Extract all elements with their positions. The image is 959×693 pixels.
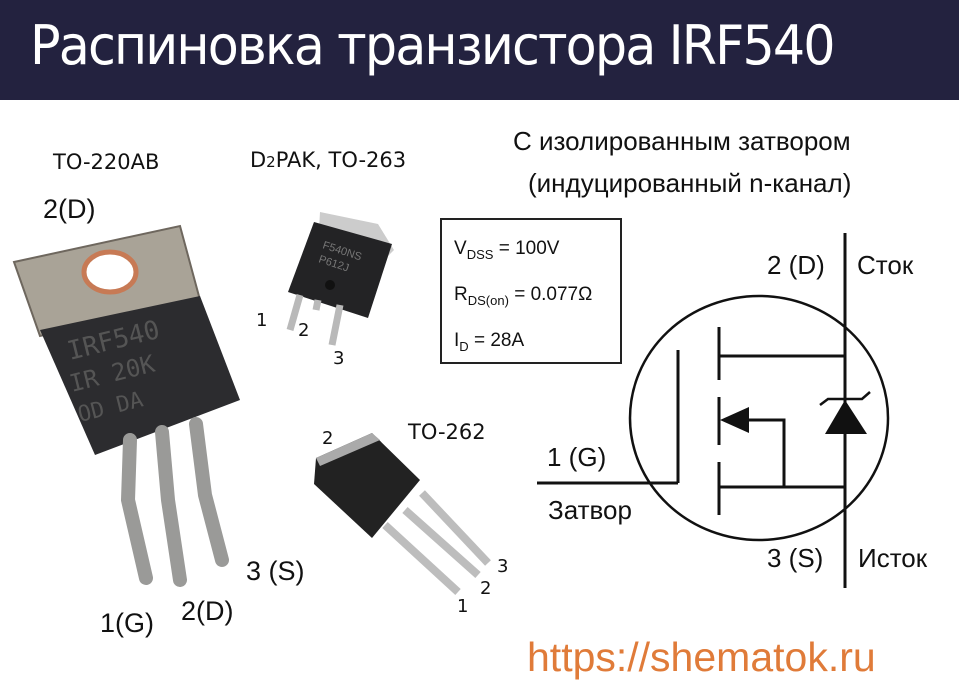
gate-name: Затвор (548, 495, 632, 525)
to220-pin2: 2(D) (181, 596, 234, 626)
d2pak-name: D2PAK, TO-263 (250, 148, 407, 172)
d2pak-package-image: F540NS P612J (286, 212, 394, 346)
d2pak-pin3: 3 (333, 348, 345, 369)
schematic-heading: С изолированным затвором (513, 126, 851, 156)
d2pak-pin1: 1 (256, 310, 268, 331)
to262-pin1: 1 (457, 596, 469, 617)
spec-id: ID = 28A (454, 330, 525, 354)
title-banner: Распиновка транзистора IRF540 (0, 0, 959, 100)
drain-name: Сток (857, 250, 914, 280)
to220-pin1: 1(G) (100, 608, 154, 638)
to262-pin3: 3 (497, 556, 509, 577)
site-url: https://shematok.ru (527, 634, 876, 680)
to220-name: TO-220AB (53, 150, 160, 174)
to220-package-image: IRF540 IR 20K OD DA (12, 224, 240, 587)
d2pak-pin2: 2 (298, 320, 310, 341)
page-title: Распиновка транзистора IRF540 (30, 14, 836, 77)
source-pin-label: 3 (S) (767, 543, 824, 573)
to262-package-image (314, 433, 491, 595)
to262-name: TO-262 (408, 420, 486, 444)
source-name: Исток (858, 543, 928, 573)
to220-pin3: 3 (S) (246, 556, 305, 586)
spec-box: VDSS = 100V RDS(on) = 0.077Ω ID = 28A (440, 218, 622, 364)
drain-pin-label: 2 (D) (767, 250, 825, 280)
spec-rds-on: RDS(on) = 0.077Ω (454, 284, 593, 308)
mosfet-symbol (537, 233, 890, 588)
to262-pin2: 2 (480, 578, 492, 599)
spec-vdss: VDSS = 100V (454, 238, 560, 262)
schematic-subheading: (индуцированный n-канал) (528, 168, 852, 198)
gate-pin-label: 1 (G) (547, 442, 607, 472)
to220-tab-label: 2(D) (43, 194, 96, 224)
to262-tab-label: 2 (322, 428, 334, 449)
